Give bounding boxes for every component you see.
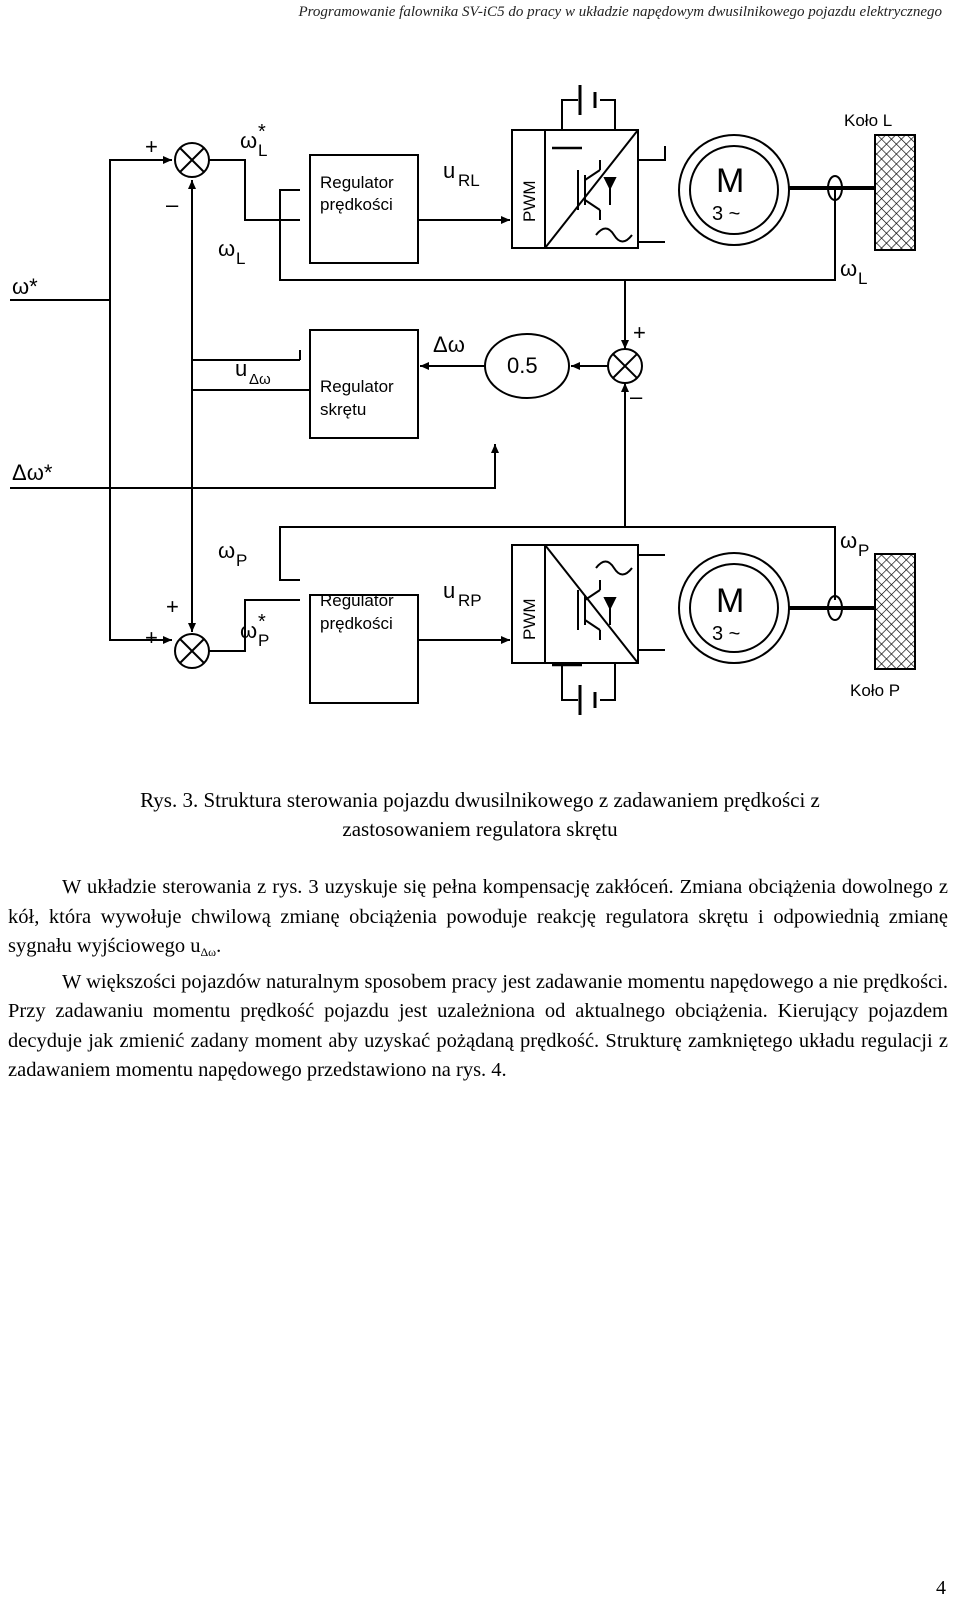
upper-plus-sign: + — [145, 134, 158, 159]
right-wheel-speed-symbol: ω — [840, 528, 857, 553]
delta-omega-star-input: Δω* — [12, 460, 53, 485]
lower-output-symbol: u — [443, 578, 455, 603]
lower-output-sub: RP — [458, 591, 482, 610]
igbt-lower-icon — [552, 560, 633, 667]
lower-pwm-label: PWM — [520, 598, 539, 640]
upper-ref-sub: L — [258, 141, 267, 160]
upper-ref-symbol: ω — [240, 128, 257, 153]
right-wheel-speed-sub: P — [858, 541, 869, 560]
upper-output-symbol: u — [443, 158, 455, 183]
lower-fb-symbol: ω — [218, 538, 235, 563]
middle-minus-sign: – — [630, 384, 643, 409]
paragraph-1-subscript: Δω — [200, 945, 217, 959]
body-text: W układzie sterowania z rys. 3 uzyskuje … — [8, 873, 948, 1086]
upper-motor-phases: 3 ~ — [712, 203, 740, 225]
page-number: 4 — [936, 1577, 946, 1599]
steer-output-symbol: u — [235, 356, 247, 381]
upper-fb-sub: L — [236, 249, 245, 268]
lower-ref-symbol: ω — [240, 618, 257, 643]
lower-fb-sub: P — [236, 551, 247, 570]
omega-star-input: ω* — [12, 274, 38, 299]
lower-motor-phases: 3 ~ — [712, 623, 740, 645]
igbt-upper-icon — [552, 146, 633, 243]
upper-output-sub: RL — [458, 171, 480, 190]
lower-ref-sub: P — [258, 631, 269, 650]
steer-regulator-line1: Regulator — [320, 377, 394, 396]
upper-regulator-line2: prędkości — [320, 195, 393, 214]
upper-ref-star: * — [258, 121, 266, 143]
lower-regulator-line1: Regulator — [320, 591, 394, 610]
upper-regulator-line1: Regulator — [320, 173, 394, 192]
lower-plus-left: + — [145, 625, 158, 650]
lower-motor-letter: M — [716, 582, 744, 620]
gain-label: 0.5 — [507, 353, 538, 378]
right-wheel-label: Koło P — [850, 681, 900, 700]
middle-plus-sign: + — [633, 320, 646, 345]
steer-regulator-line2: skrętu — [320, 400, 366, 419]
control-structure-diagram: ω* Δω* + – ω L * ω L Regulator prędkości… — [10, 85, 916, 715]
paragraph-1: W układzie sterowania z rys. 3 uzyskuje … — [8, 876, 948, 959]
left-wheel-speed-symbol: ω — [840, 256, 857, 281]
left-wheel-speed-sub: L — [858, 269, 867, 288]
caption-line-2: zastosowaniem regulatora skrętu — [342, 817, 618, 841]
upper-motor-letter: M — [716, 162, 744, 200]
upper-minus-sign: – — [166, 192, 179, 217]
left-wheel-label: Koło L — [844, 111, 892, 130]
caption-line-1: Rys. 3. Struktura sterowania pojazdu dwu… — [140, 788, 820, 812]
paragraph-2: W większości pojazdów naturalnym sposobe… — [8, 970, 948, 1082]
steer-output-sub: Δω — [249, 371, 271, 388]
figure-caption: Rys. 3. Struktura sterowania pojazdu dwu… — [0, 786, 960, 844]
lower-regulator-line2: prędkości — [320, 614, 393, 633]
lower-ref-star: * — [258, 611, 266, 633]
upper-pwm-label: PWM — [520, 180, 539, 222]
delta-omega-label: Δω — [433, 332, 465, 357]
upper-fb-symbol: ω — [218, 236, 235, 261]
running-header: Programowanie falownika SV-iC5 do pracy … — [298, 4, 942, 20]
lower-plus-top: + — [166, 594, 179, 619]
